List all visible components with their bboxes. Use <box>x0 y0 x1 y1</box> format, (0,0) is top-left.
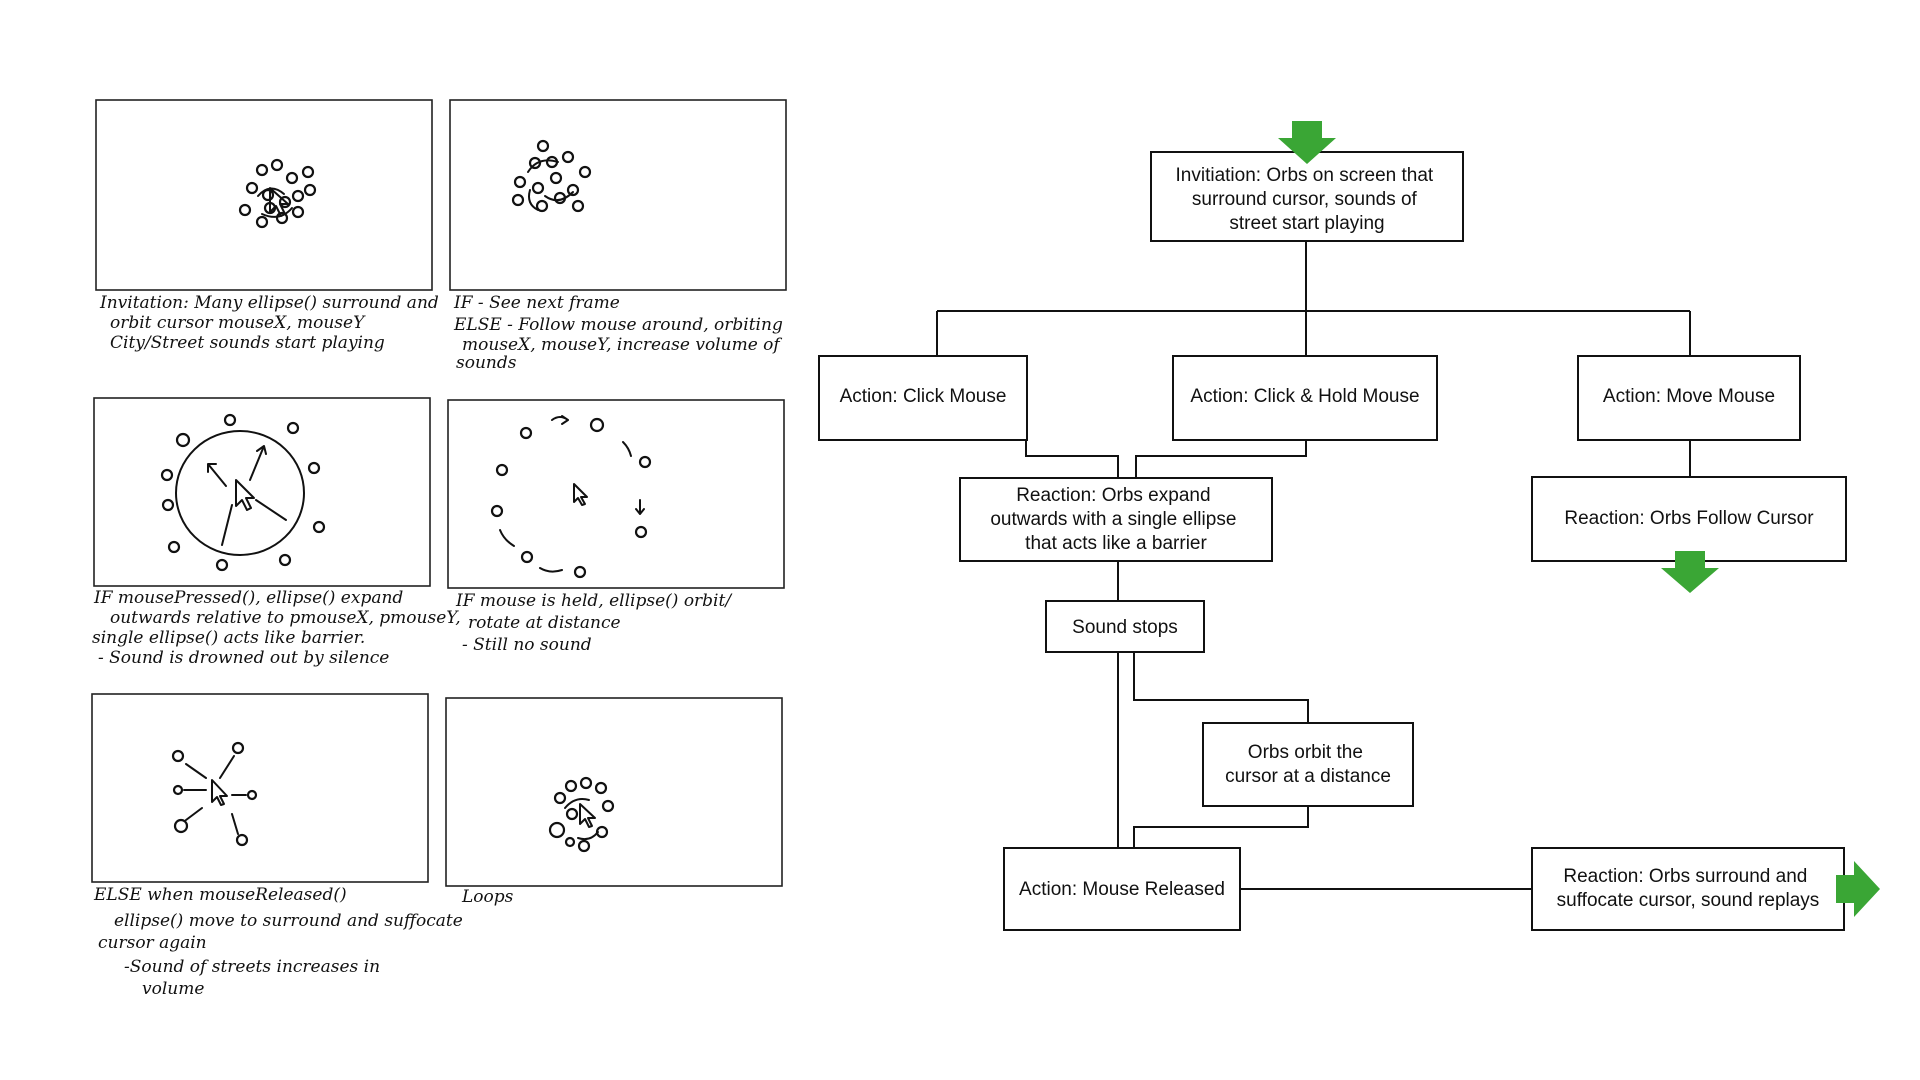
flowchart: Invitiation: Orbs on screen that surroun… <box>818 121 1880 931</box>
invitation-box: Invitiation: Orbs on screen that surroun… <box>1150 151 1464 242</box>
svg-text:Orbs orbit the cursor: Orbs orbit the cursor at a distance <box>1225 742 1391 787</box>
orbs-orbit-distance-box: Orbs orbit the cursor at a distance <box>1202 722 1414 807</box>
reaction-surround-box: Reaction: Orbs surround and suffocate cu… <box>1531 847 1845 931</box>
down-arrow-icon <box>1661 551 1719 593</box>
svg-text:Reaction: Orbs expand: Reaction: Orbs expand outwards with a si… <box>990 485 1241 554</box>
frame-caption: IF - See next frame ELSE - Follow mouse … <box>453 293 788 373</box>
storyboard-frame-4: IF mouse is held, ellipse() orbit/ rotat… <box>447 399 785 655</box>
flowchart-connectors <box>936 241 1691 890</box>
down-arrow-icon <box>1278 121 1336 164</box>
sound-stops-box: Sound stops <box>1045 600 1205 653</box>
svg-text:Action: Click Mouse: Action: Click Mouse <box>840 386 1007 407</box>
cursor-icon <box>579 803 596 828</box>
cursor-icon <box>269 187 289 217</box>
orbs-cluster <box>238 158 317 229</box>
svg-text:Reaction: Orbs Follow Cursor: Reaction: Orbs Follow Cursor <box>1564 508 1814 529</box>
svg-text:Reaction: Orbs surround and: Reaction: Orbs surround and suffocate cu… <box>1557 866 1820 911</box>
svg-text:Sound stops: Sound stops <box>1072 617 1178 638</box>
right-arrow-icon <box>1836 861 1880 917</box>
storyboard-frame-5: ELSE when mouseReleased() ellipse() move… <box>91 693 468 999</box>
orbs-converging <box>171 741 258 847</box>
storyboard-frame-3: IF mousePressed(), ellipse() expand outw… <box>92 397 466 668</box>
storyboard-frame-1: Invitation: Many ellipse() surround and … <box>95 99 444 353</box>
storyboard-frame-6: Loops <box>445 697 783 907</box>
cursor-icon <box>235 479 255 511</box>
cursor-icon <box>573 483 588 506</box>
storyboard-frame-2: IF - See next frame ELSE - Follow mouse … <box>449 99 788 373</box>
orbs-cluster <box>511 139 592 213</box>
action-click-hold-mouse-box: Action: Click & Hold Mouse <box>1172 355 1438 441</box>
frame-caption: ELSE when mouseReleased() ellipse() move… <box>93 885 468 999</box>
frame-caption: IF mousePressed(), ellipse() expand outw… <box>92 588 466 668</box>
orbs-orbit-ring <box>490 417 652 579</box>
barrier-ellipse <box>175 430 305 556</box>
svg-text:Action: Mouse Released: Action: Mouse Released <box>1019 879 1225 900</box>
action-mouse-released-box: Action: Mouse Released <box>1003 847 1241 931</box>
frame-caption: Invitation: Many ellipse() surround and … <box>99 293 444 353</box>
storyboard: Invitation: Many ellipse() surround and … <box>91 99 788 999</box>
orbs-cluster <box>548 776 615 853</box>
frame-caption: Loops <box>461 887 514 907</box>
action-click-mouse-box: Action: Click Mouse <box>818 355 1028 441</box>
cursor-icon <box>211 779 228 806</box>
svg-text:Action: Click & Hold Mouse: Action: Click & Hold Mouse <box>1190 386 1419 407</box>
reaction-follow-cursor-box: Reaction: Orbs Follow Cursor <box>1531 476 1847 562</box>
svg-text:Invitiation: Orbs on screen th: Invitiation: Orbs on screen that surroun… <box>1176 165 1439 234</box>
reaction-expand-box: Reaction: Orbs expand outwards with a si… <box>959 477 1273 562</box>
svg-text:Action: Move Mouse: Action: Move Mouse <box>1603 386 1775 407</box>
action-move-mouse-box: Action: Move Mouse <box>1577 355 1801 441</box>
orbs-ring <box>160 413 326 572</box>
frame-caption: IF mouse is held, ellipse() orbit/ rotat… <box>455 591 736 655</box>
